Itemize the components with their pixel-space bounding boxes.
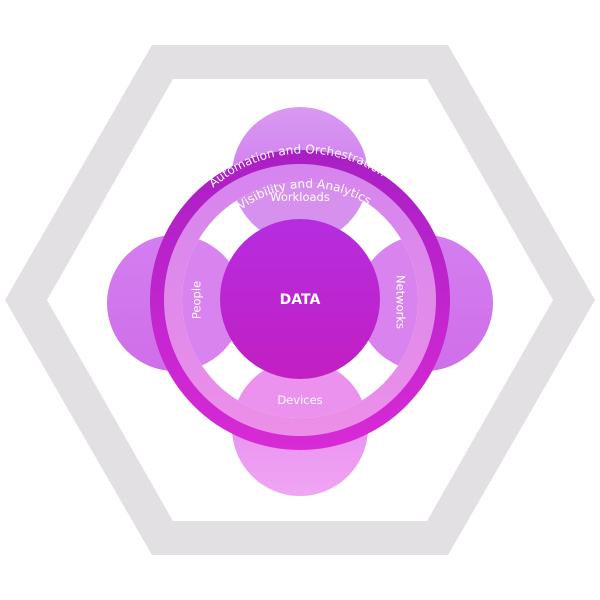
pillar-label-left: People [190, 281, 204, 319]
inner-lobes [182, 182, 418, 418]
pillar-label-bottom: Devices [277, 393, 322, 407]
center-label: DATA [280, 292, 321, 308]
pillar-label-top: Workloads [270, 190, 330, 204]
core-data [220, 219, 380, 379]
pillar-label-right: Networks [394, 275, 408, 329]
